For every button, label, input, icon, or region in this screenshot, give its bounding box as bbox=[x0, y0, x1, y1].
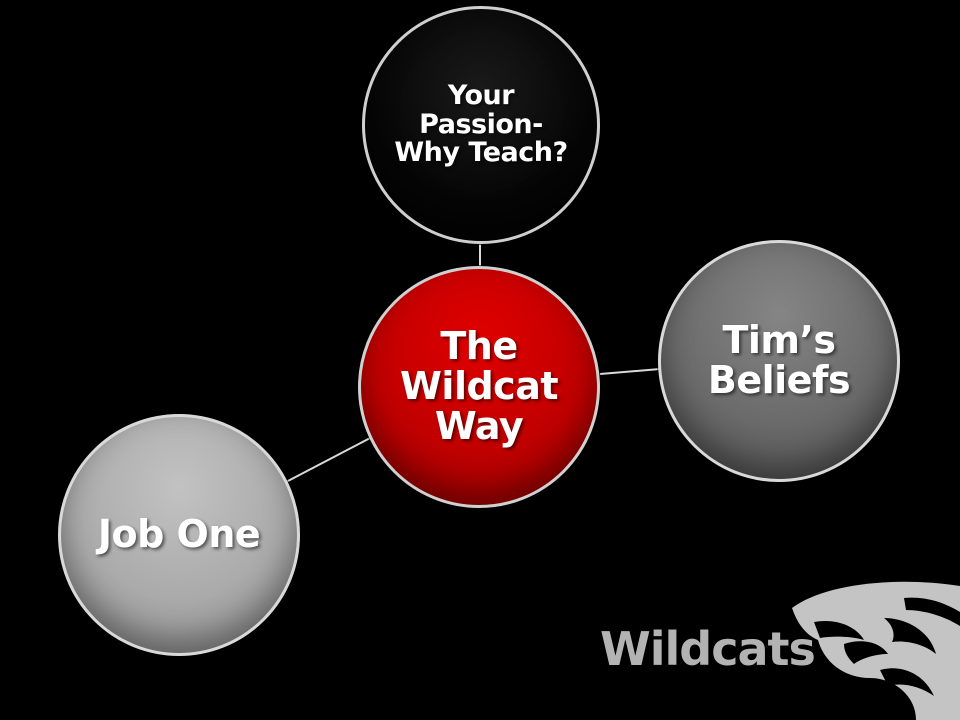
node-tims-beliefs: Tim’s Beliefs bbox=[658, 240, 900, 482]
brand-wordmark: Wildcats bbox=[600, 622, 816, 676]
node-the-wildcat-way-line-1: The bbox=[440, 324, 518, 369]
wildcat-head-icon bbox=[792, 581, 960, 720]
connector-center-beliefs bbox=[599, 368, 661, 375]
brand-lockup: Wildcats bbox=[592, 578, 960, 720]
node-your-passion-label: Your Passion- Why Teach? bbox=[394, 80, 568, 169]
node-tims-beliefs-label: Tim’s Beliefs bbox=[707, 318, 851, 402]
node-tims-beliefs-line-1: Tim’s bbox=[722, 318, 836, 363]
node-job-one-label: Job One bbox=[97, 512, 261, 557]
node-your-passion-line-1: Your bbox=[447, 80, 515, 112]
connector-center-jobone bbox=[285, 435, 375, 483]
node-your-passion-line-3: Why Teach? bbox=[394, 137, 568, 169]
node-your-passion: Your Passion- Why Teach? bbox=[362, 6, 600, 244]
node-tims-beliefs-line-2: Beliefs bbox=[707, 358, 851, 402]
node-the-wildcat-way-line-2: Wildcat bbox=[400, 364, 559, 409]
node-the-wildcat-way-line-3: Way bbox=[434, 403, 524, 448]
node-the-wildcat-way: The Wildcat Way bbox=[358, 266, 600, 508]
node-the-wildcat-way-label: The Wildcat Way bbox=[400, 324, 559, 448]
node-job-one: Job One bbox=[58, 414, 300, 656]
node-job-one-line-1: Job One bbox=[97, 512, 261, 557]
node-your-passion-line-2: Passion- bbox=[419, 108, 543, 140]
